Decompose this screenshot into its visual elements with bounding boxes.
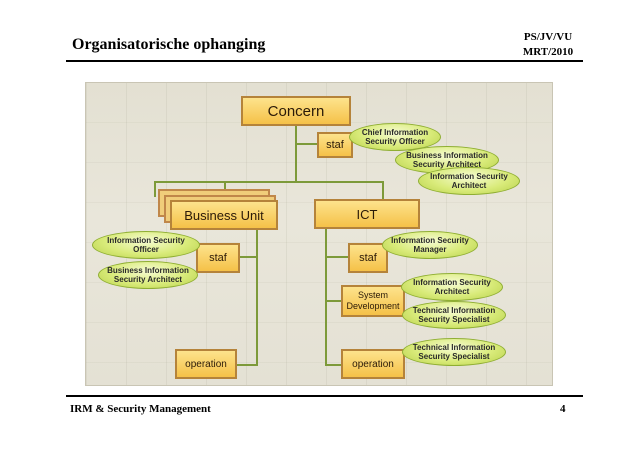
- slide-meta-date: MRT/2010: [522, 46, 574, 58]
- business-unit-box: Business Unit: [170, 200, 278, 230]
- connector: [325, 228, 327, 366]
- connector: [295, 143, 317, 145]
- connector: [295, 125, 297, 183]
- page-number: 4: [560, 403, 566, 415]
- role-operation-technical-information-security-specialist: Technical Information Security Specialis…: [402, 338, 506, 366]
- connector: [154, 181, 156, 197]
- footer-course: IRM & Security Management: [70, 403, 211, 415]
- role-information-security-manager: Information Security Manager: [382, 231, 478, 259]
- business-unit-operation-box: operation: [175, 349, 237, 379]
- slide-meta-author: PS/JV/VU: [523, 31, 573, 43]
- concern-staf-box: staf: [317, 132, 353, 158]
- connector: [232, 256, 258, 258]
- ict-operation-box: operation: [341, 349, 405, 379]
- role-sd-information-security-architect: Information Security Architect: [401, 273, 503, 301]
- connector: [236, 364, 258, 366]
- connector: [256, 228, 258, 366]
- concern-box: Concern: [241, 96, 351, 126]
- connector: [325, 364, 342, 366]
- connector: [154, 181, 224, 183]
- footer-rule: [66, 395, 583, 397]
- slide-title: Organisatorische ophanging: [72, 36, 266, 53]
- role-concern-information-security-architect: Information Security Architect: [418, 167, 520, 195]
- ict-staf-box: staf: [348, 243, 388, 273]
- connector: [325, 300, 342, 302]
- role-bu-business-information-security-architect: Business Information Security Architect: [98, 261, 198, 289]
- role-sd-technical-information-security-specialist: Technical Information Security Specialis…: [402, 301, 506, 329]
- connector: [224, 181, 384, 183]
- header-rule: [66, 60, 583, 62]
- connector: [382, 181, 384, 201]
- business-unit-staf-box: staf: [196, 243, 240, 273]
- system-development-box: System Development: [341, 285, 405, 317]
- role-bu-information-security-officer: Information Security Officer: [92, 231, 200, 259]
- connector: [325, 256, 348, 258]
- ict-box: ICT: [314, 199, 420, 229]
- slide-meta: PS/JV/VU MRT/2010: [515, 30, 581, 60]
- org-chart: Concern staf Business Unit staf operatio…: [85, 82, 553, 386]
